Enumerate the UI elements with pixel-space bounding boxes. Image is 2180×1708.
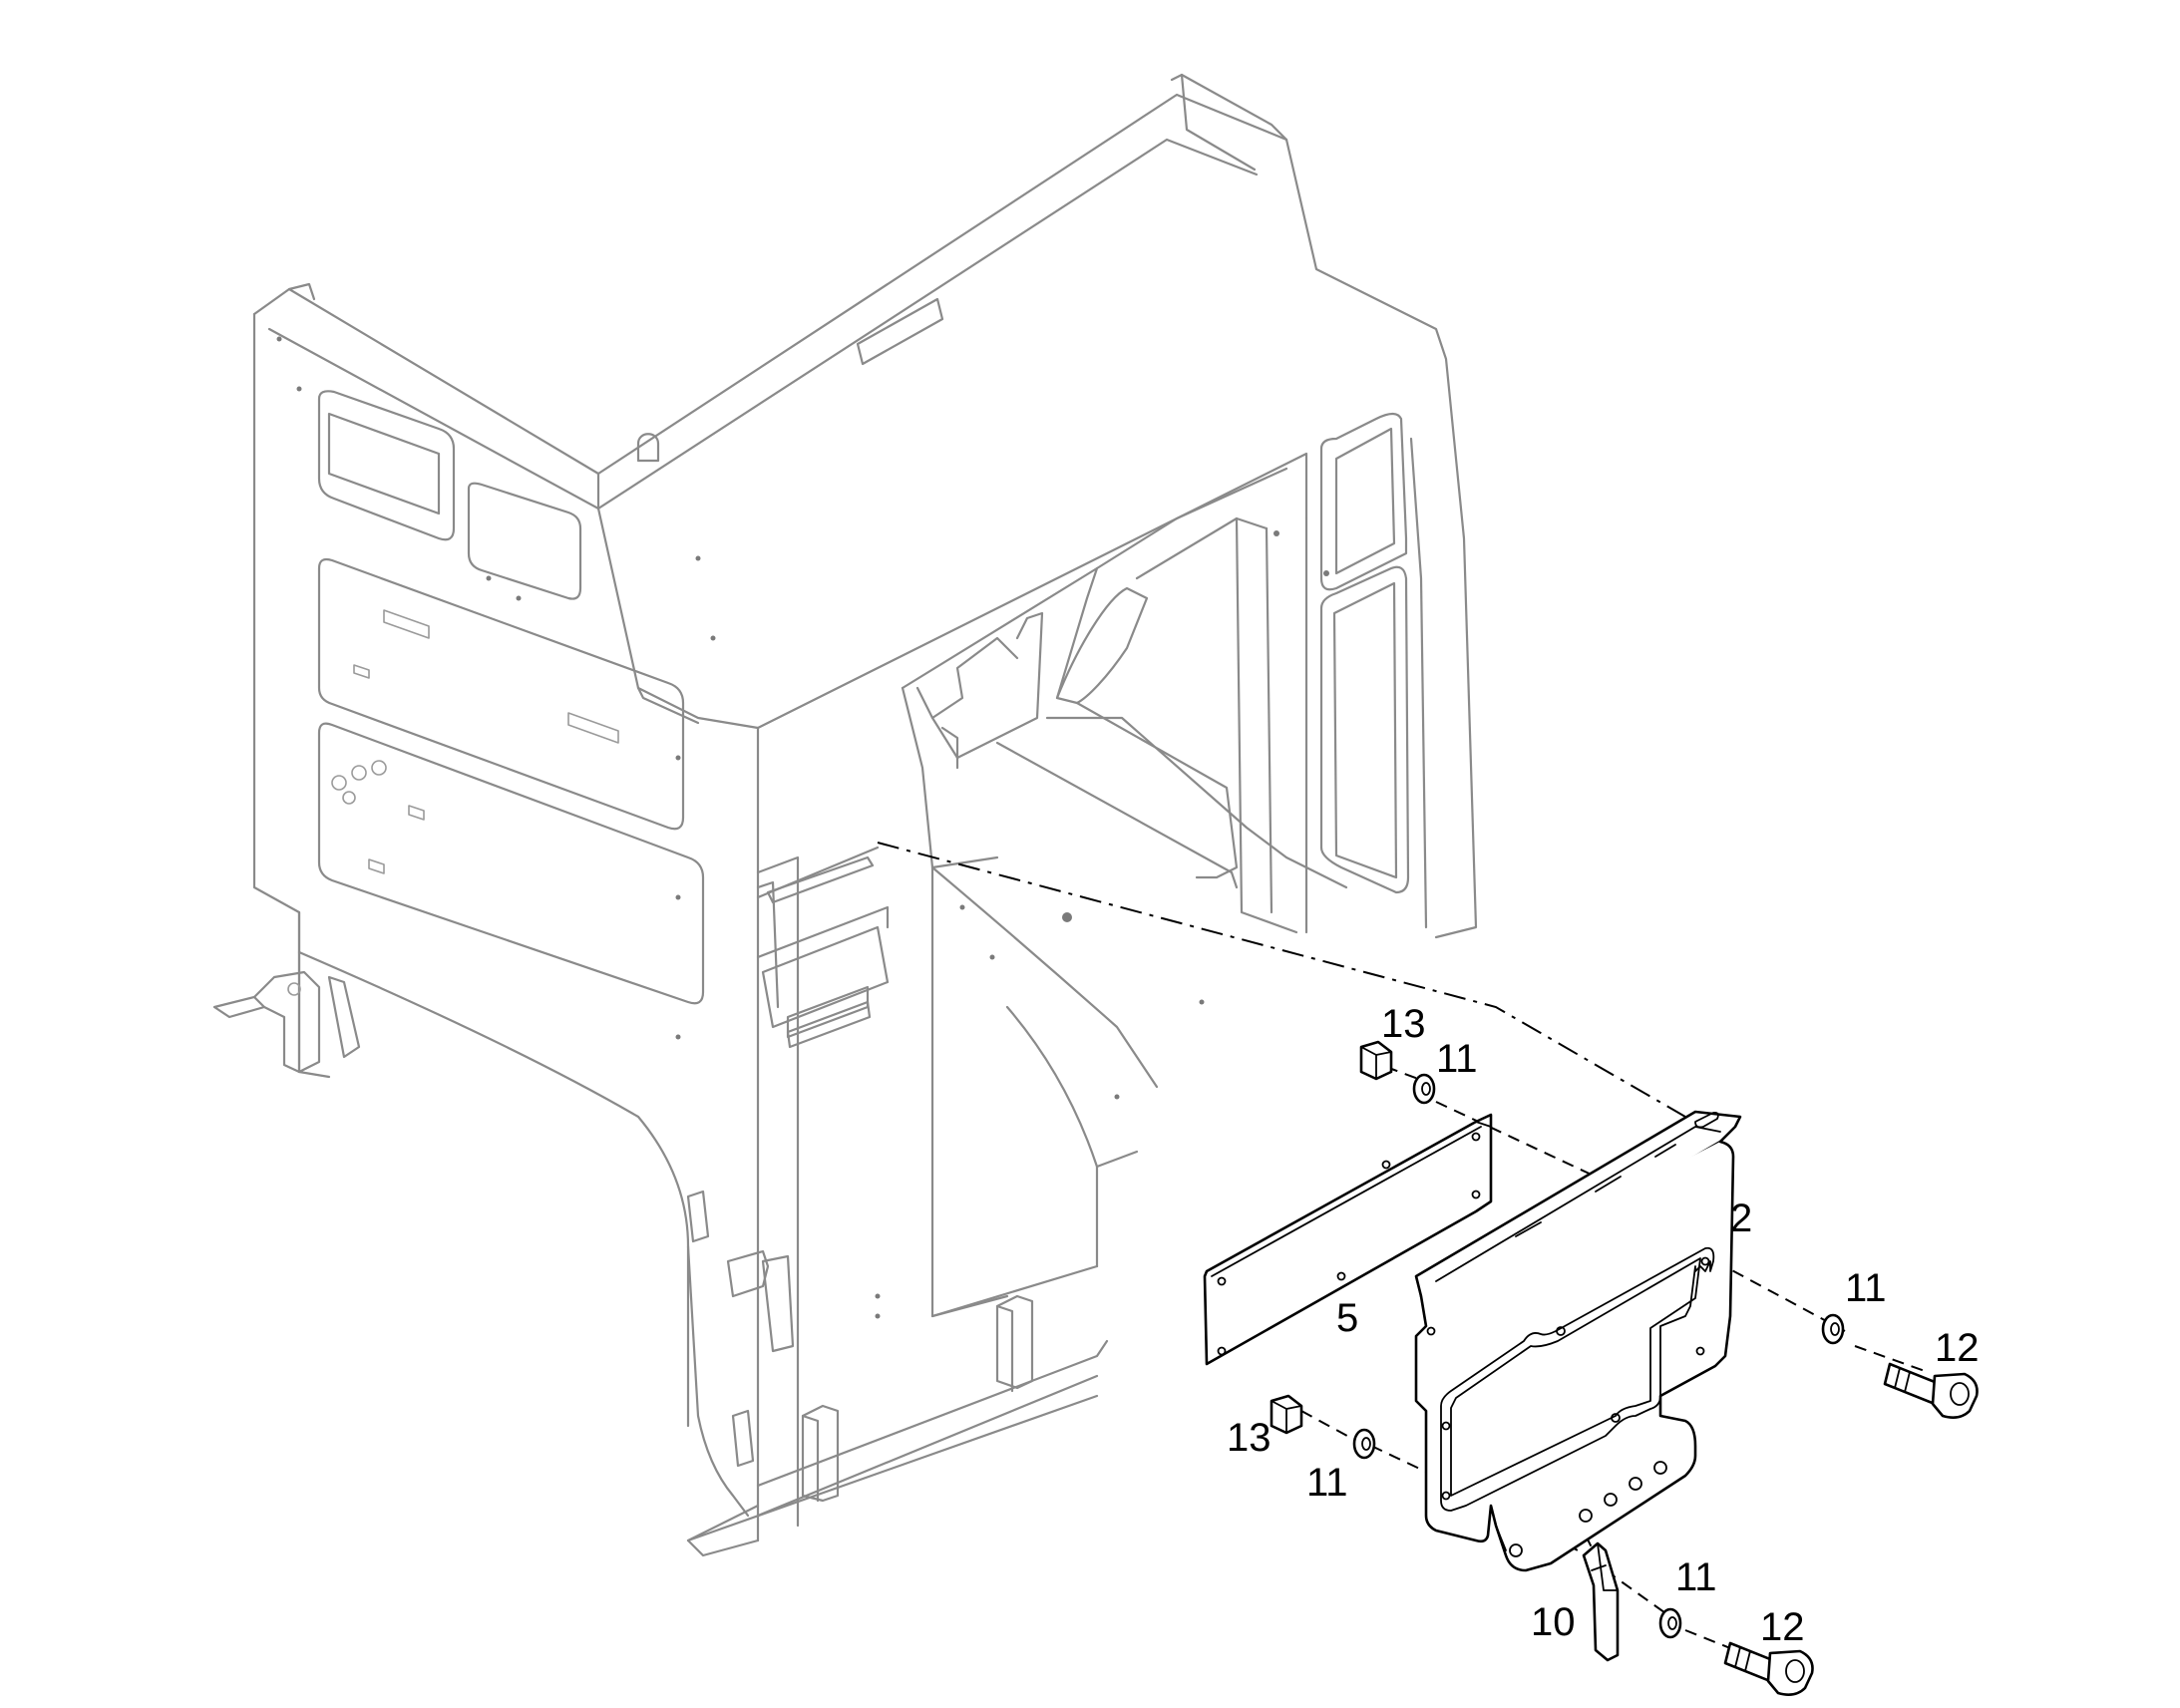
callout-labels: 13 11 2 5 11 12 13 11 11 10 12	[1227, 1002, 1980, 1649]
callout-12-bottom: 12	[1760, 1605, 1805, 1649]
callout-13-top: 13	[1381, 1002, 1426, 1046]
washer-11-bottom-left	[1352, 1428, 1376, 1460]
callout-13-bottom: 13	[1227, 1416, 1272, 1460]
part-10-clip	[1582, 1541, 1620, 1662]
bolt-12-bottom	[1723, 1641, 1814, 1696]
part-5-plate	[1203, 1113, 1493, 1366]
bolt-12-right	[1883, 1362, 1979, 1419]
leader-part2-to-frame	[877, 842, 1686, 1118]
washer-11-bottom	[1658, 1607, 1682, 1639]
leader-11-top	[1435, 1101, 1597, 1178]
leader-13-bottom	[1300, 1410, 1357, 1442]
leader-12-right	[1854, 1345, 1926, 1372]
callout-11-bottom-left: 11	[1306, 1461, 1348, 1505]
callout-11-bottom: 11	[1675, 1555, 1717, 1599]
leader-12-bottom	[1684, 1629, 1736, 1651]
cab-frame	[212, 73, 1478, 1557]
callout-11-top: 11	[1436, 1037, 1478, 1081]
leader-13-top	[1385, 1066, 1427, 1083]
washer-11-right	[1821, 1313, 1845, 1345]
part-2-bracket	[1414, 1110, 1742, 1572]
nut-13-bottom	[1270, 1394, 1303, 1435]
callout-5: 5	[1336, 1296, 1358, 1340]
nut-13-top	[1359, 1040, 1393, 1081]
callout-12-right: 12	[1935, 1326, 1980, 1370]
callout-10: 10	[1531, 1600, 1576, 1644]
washer-11-top	[1412, 1073, 1436, 1105]
callout-11-right: 11	[1845, 1266, 1887, 1310]
callout-2: 2	[1730, 1196, 1752, 1240]
leader-11-right	[1714, 1260, 1846, 1332]
